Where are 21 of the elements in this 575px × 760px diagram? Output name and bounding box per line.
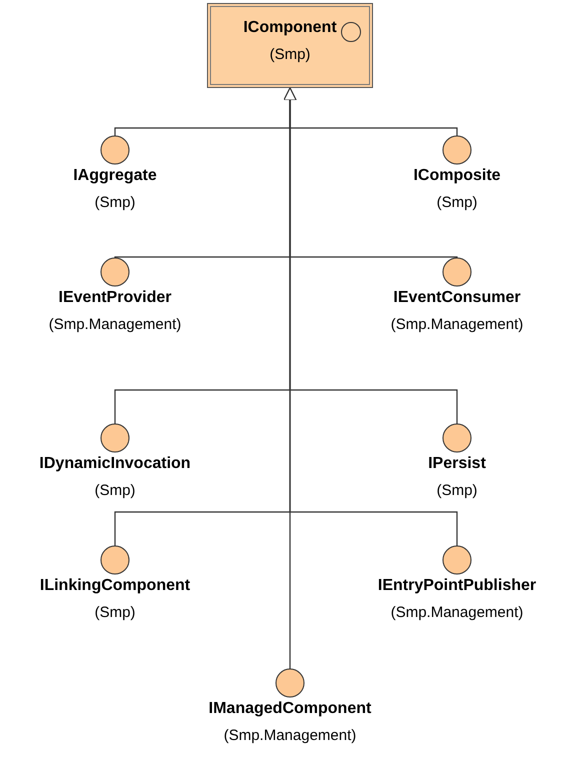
namespace-label: (Smp.Management): [48, 316, 182, 333]
namespace-label: (Smp): [270, 46, 310, 63]
namespace-label: (Smp): [94, 604, 136, 621]
namespace-label: (Smp.Management): [224, 727, 356, 744]
class-name: IComponent: [243, 19, 337, 37]
class-box: [207, 3, 373, 88]
interface-name: IComposite: [413, 167, 501, 185]
interface-name: IAggregate: [73, 167, 157, 185]
interface-name: IEventProvider: [58, 289, 172, 307]
namespace-label: (Smp): [94, 482, 136, 499]
interface-name: ILinkingComponent: [40, 577, 190, 595]
interface-name: IEventConsumer: [393, 289, 521, 307]
interface-name: IEntryPointPublisher: [378, 577, 536, 595]
interface-name: IPersist: [428, 455, 486, 473]
interface-name: IDynamicInvocation: [39, 455, 191, 473]
namespace-label: (Smp.Management): [390, 316, 524, 333]
interface-name: IManagedComponent: [208, 700, 372, 718]
namespace-label: (Smp): [436, 482, 478, 499]
namespace-label: (Smp.Management): [390, 604, 524, 621]
namespace-label: (Smp): [94, 194, 136, 211]
namespace-label: (Smp): [436, 194, 478, 211]
